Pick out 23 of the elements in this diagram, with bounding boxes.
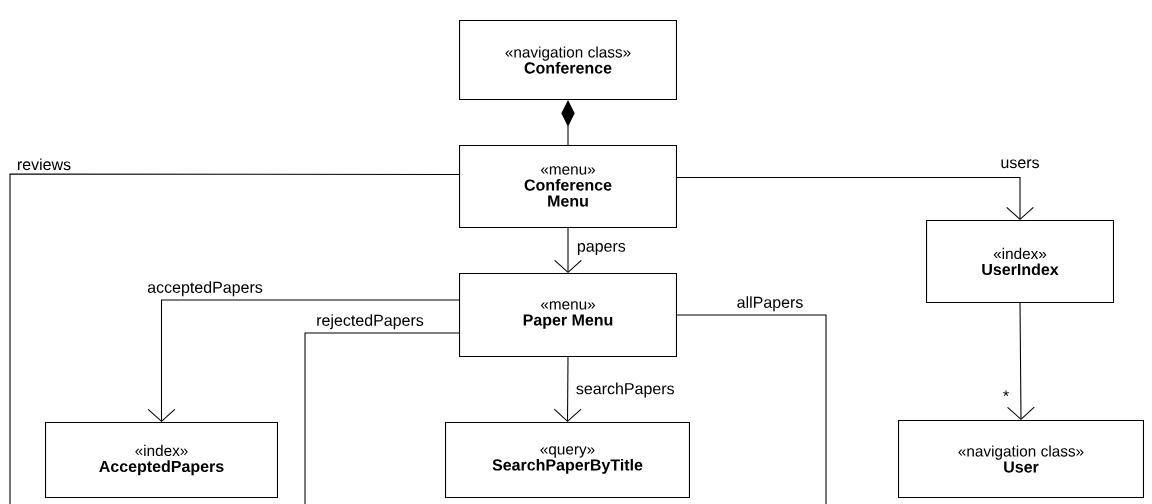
arrow [553,356,582,422]
class-box: «index» UserIndex [926,220,1114,303]
edge-label: rejectedPapers [314,312,426,331]
class-box: «navigation class» User [898,420,1144,498]
class-box: «navigation class» Conference [459,20,677,100]
edge-label: allPapers [735,294,805,313]
class-box: «query» SearchPaperByTitle [445,422,690,498]
edge-label: reviews [15,157,73,172]
class-box: «menu» Paper Menu [459,273,677,357]
class-box: «menu» Conference Menu [459,145,677,228]
arrow [1007,302,1035,420]
edge-label: acceptedPapers [145,279,265,298]
arrow [147,299,460,422]
edge-label: papers [575,241,628,257]
association-line [9,173,460,504]
class-box: «index» AcceptedPapers [45,422,278,498]
edge-label: users [999,158,1041,170]
association-line [304,332,460,504]
arrow [676,176,1034,220]
edge-label: searchPapers [574,381,676,399]
association-line [676,314,827,504]
composition-line [561,100,575,146]
edge-label: * [1001,389,1011,403]
